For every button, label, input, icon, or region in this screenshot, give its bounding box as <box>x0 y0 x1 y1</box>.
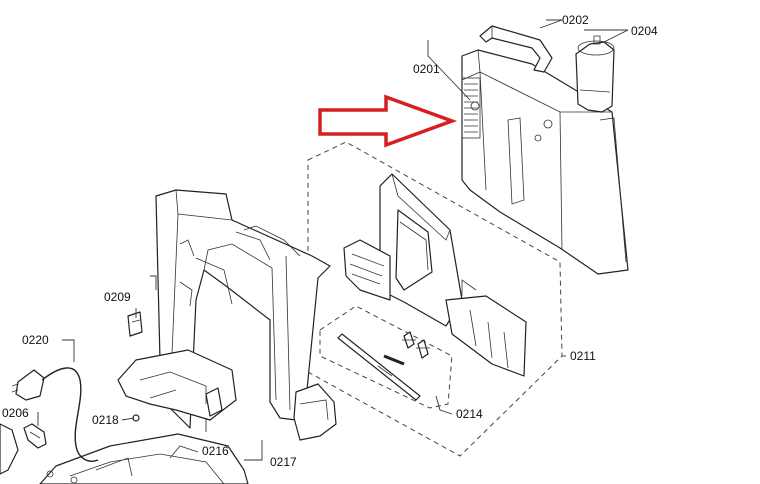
label-0220: 0220 <box>22 333 49 347</box>
label-0202: 0202 <box>562 13 589 27</box>
assembly-0214-outline <box>319 305 453 409</box>
part-0211-tray-unit[interactable] <box>343 173 527 377</box>
part-0209-frame[interactable] <box>127 189 331 429</box>
label-0206: 0206 <box>2 406 29 420</box>
highlight-arrow <box>318 94 458 148</box>
label-0216: 0216 <box>202 444 229 458</box>
part-0214-rod-kit[interactable] <box>337 331 430 401</box>
label-0204: 0204 <box>631 24 658 38</box>
label-0218: 0218 <box>92 413 119 427</box>
part-0202-handle[interactable] <box>479 25 553 73</box>
part-0204-filter[interactable] <box>575 35 615 113</box>
label-0211: 0211 <box>570 349 596 363</box>
label-0214: 0214 <box>456 407 483 421</box>
part-0220-power-cord[interactable] <box>11 367 99 462</box>
label-0201: 0201 <box>413 62 440 76</box>
part-0216-base-tray[interactable] <box>117 349 337 441</box>
leader-lines <box>37 19 629 461</box>
part-0217-base[interactable] <box>39 433 249 484</box>
label-0217: 0217 <box>270 455 297 469</box>
label-0209: 0209 <box>104 290 131 304</box>
part-0206-clip[interactable] <box>0 423 47 475</box>
